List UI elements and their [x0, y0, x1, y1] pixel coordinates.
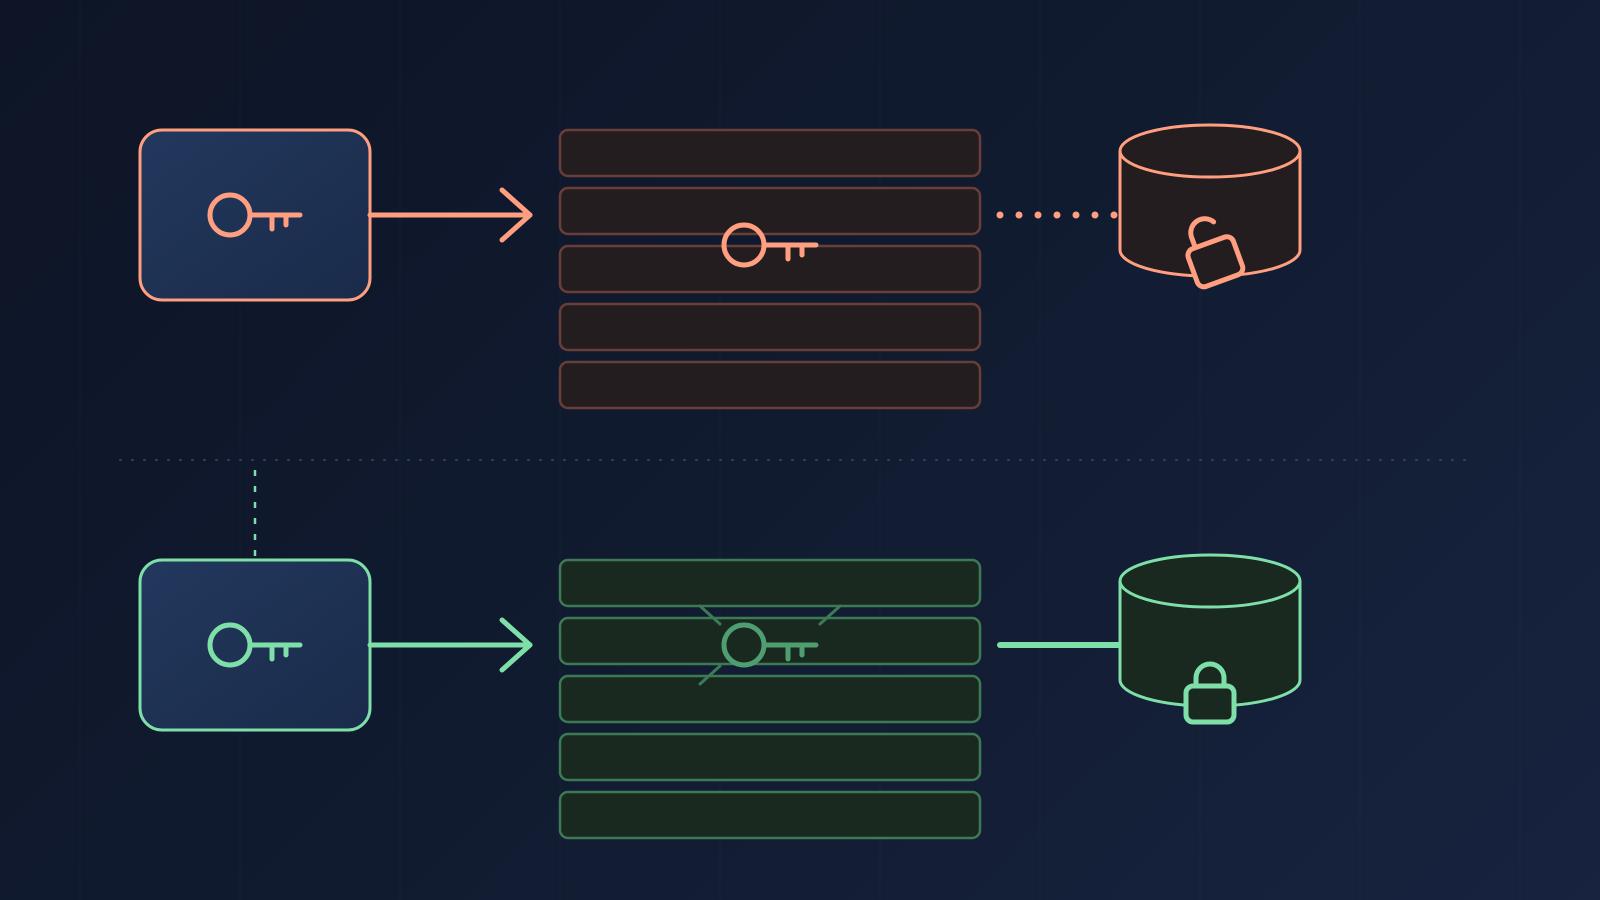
stack-slot	[558, 244, 982, 294]
database-cylinder-icon	[1118, 553, 1302, 708]
exposed-row	[138, 123, 1302, 410]
key-icon	[207, 622, 303, 668]
stack-slot	[558, 128, 982, 178]
stack-slot	[558, 186, 982, 236]
database-cylinder-icon	[1118, 123, 1302, 278]
stack-slot	[558, 790, 982, 840]
exposed-flow-arrow	[367, 187, 533, 243]
key-rays-icon	[698, 604, 842, 686]
secured-row	[138, 553, 1302, 840]
key-icon	[721, 222, 819, 268]
stack-slot	[558, 302, 982, 352]
key-icon	[207, 192, 303, 238]
key-icon	[721, 622, 819, 668]
locked-padlock-icon	[1183, 661, 1237, 725]
stack-slot	[558, 558, 982, 608]
secured-slot-stack	[558, 558, 982, 840]
secured-key-box	[138, 558, 372, 732]
exposed-key-box	[138, 128, 372, 302]
secured-flow-arrow	[367, 617, 533, 673]
stack-slot	[558, 732, 982, 782]
exposed-slot-stack	[558, 128, 982, 410]
unlocked-padlock-icon	[1185, 216, 1246, 290]
stack-slot	[558, 674, 982, 724]
stack-slot	[558, 616, 982, 666]
stack-slot	[558, 360, 982, 410]
